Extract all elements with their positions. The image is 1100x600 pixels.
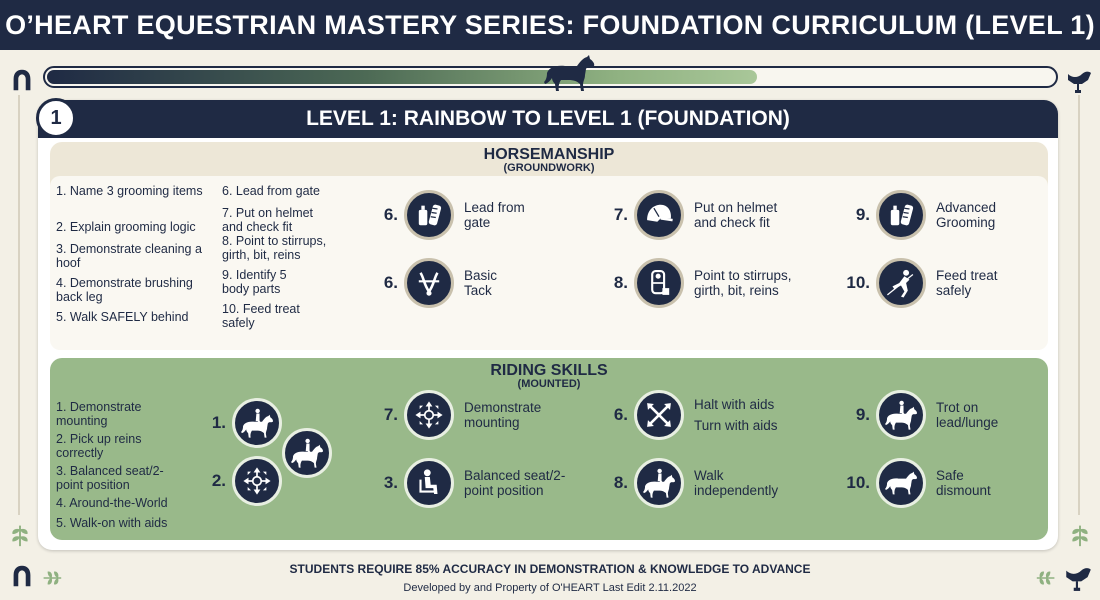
list-item: 9. Identify 5 body parts (222, 268, 287, 296)
right-divider (1078, 95, 1080, 515)
arrows-compass-icon (232, 456, 282, 506)
list-item: 2. Explain grooming logic (56, 220, 196, 234)
list-item: 4. Demonstrate brushing back leg (56, 276, 193, 304)
advance-requirement: STUDENTS REQUIRE 85% ACCURACY IN DEMONST… (289, 562, 811, 576)
list-item: 5. Walk SAFELY behind (56, 310, 189, 324)
list-item: 1. Name 3 grooming items (56, 184, 203, 198)
credit-line: Developed by and Property of O'HEART Las… (403, 582, 697, 594)
progress-fill (47, 70, 757, 84)
horse-icon (539, 52, 599, 94)
grooming-kit-icon (876, 190, 926, 240)
horse-icon (876, 458, 926, 508)
level-header: LEVEL 1: RAINBOW TO LEVEL 1 (FOUNDATION) (38, 100, 1058, 138)
list-item: 8. Point to stirrups, girth, bit, reins (222, 234, 327, 262)
leaf-icon (6, 520, 34, 548)
list-item: 3. Demonstrate cleaning a hoof (56, 242, 202, 270)
level-badge: 1 (36, 98, 76, 138)
left-divider (18, 95, 20, 515)
leaf-icon (1066, 520, 1094, 548)
list-item: 1. Demonstrate mounting (56, 400, 142, 428)
riding-title: RIDING SKILLS (490, 362, 608, 379)
horsemanship-panel: HORSEMANSHIP (GROUNDWORK) 1. Name 3 groo… (50, 142, 1048, 350)
arrows-compass-icon (404, 390, 454, 440)
list-item: 5. Walk-on with aids (56, 516, 168, 530)
riding-subtitle: (MOUNTED) (517, 378, 581, 390)
seated-rider-icon (404, 458, 454, 508)
list-item: 4. Around-the-World (56, 496, 168, 510)
skill-mount-rider: 1. (200, 398, 282, 448)
list-item: 2. Pick up reins correctly (56, 432, 142, 460)
list-item: 7. Put on helmet and check fit (222, 206, 314, 234)
bridle-icon (404, 258, 454, 308)
horsemanship-content: 1. Name 3 grooming items 2. Explain groo… (50, 176, 1048, 350)
saddle-tack-icon (634, 258, 684, 308)
list-item: 3. Balanced seat/2-point position (56, 464, 164, 492)
saddle-icon (1064, 64, 1094, 94)
skill-balanced-seat: 3. Balanced seat/2-point position (372, 458, 584, 508)
skill-point-to-tack: 8. Point to stirrups,girth, bit, reins (602, 258, 814, 308)
level-card: LEVEL 1: RAINBOW TO LEVEL 1 (FOUNDATION)… (36, 98, 1058, 550)
horse-rider-icon (634, 458, 684, 508)
helmet-icon (634, 190, 684, 240)
progress-bar (43, 66, 1058, 88)
skill-around-the-world: 2. (200, 456, 282, 506)
level-title: LEVEL 1: RAINBOW TO LEVEL 1 (FOUNDATION) (306, 107, 790, 130)
riding-panel: RIDING SKILLS (MOUNTED) 1. Demonstrate m… (50, 358, 1048, 540)
horsemanship-title: HORSEMANSHIP (483, 146, 615, 163)
horse-rider-icon (282, 428, 332, 478)
list-item: 6. Lead from gate (222, 184, 320, 198)
horse-rider-icon (232, 398, 282, 448)
cross-arrows-icon (634, 390, 684, 440)
grooming-kit-icon (404, 190, 454, 240)
feed-treat-icon (876, 258, 926, 308)
horse-rider-icon (876, 390, 926, 440)
list-item: 10. Feed treat safely (222, 302, 300, 330)
horseshoe-icon (8, 66, 36, 94)
page-title: O’HEART EQUESTRIAN MASTERY SERIES: FOUND… (0, 0, 1100, 50)
horsemanship-subtitle: (GROUNDWORK) (503, 162, 595, 174)
